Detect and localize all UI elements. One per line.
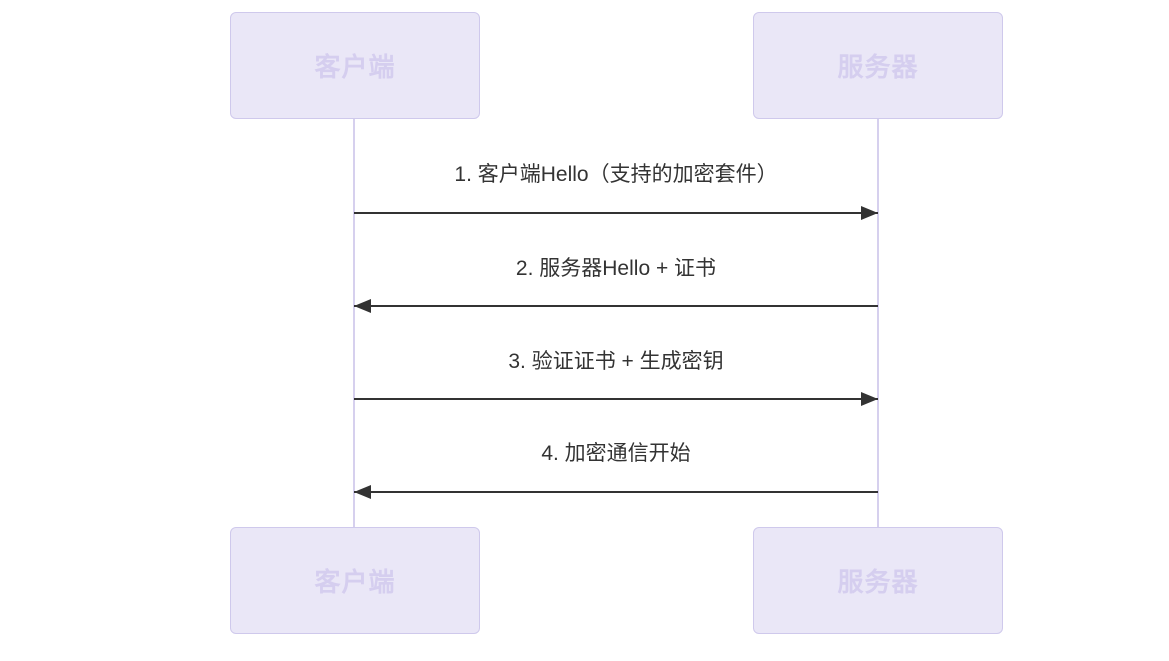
arrowhead-right-icon: [861, 206, 878, 220]
actor-label-client-top: 客户端: [314, 52, 396, 82]
actor-label-server-bottom: 服务器: [837, 567, 919, 597]
message-arrow-2: [354, 299, 878, 313]
actor-box-client-bottom: 客户端: [230, 527, 480, 634]
message-label-2: 2. 服务器Hello + 证书: [515, 257, 717, 280]
lifeline-client: [353, 119, 355, 527]
message-label-1: 1. 客户端Hello（支持的加密套件）: [454, 163, 778, 186]
arrowhead-right-icon: [861, 392, 878, 406]
arrowhead-left-icon: [354, 485, 371, 499]
actor-box-server-top: 服务器: [753, 12, 1003, 119]
message-arrow-4: [354, 485, 878, 499]
actor-label-server-top: 服务器: [837, 52, 919, 82]
lifeline-server: [877, 119, 879, 527]
actor-label-client-bottom: 客户端: [314, 567, 396, 597]
arrowhead-left-icon: [354, 299, 371, 313]
message-label-3: 3. 验证证书 + 生成密钥: [508, 350, 724, 373]
message-label-4: 4. 加密通信开始: [541, 442, 691, 465]
actor-box-server-bottom: 服务器: [753, 527, 1003, 634]
message-arrow-1: [354, 206, 878, 220]
message-arrow-3: [354, 392, 878, 406]
actor-box-client-top: 客户端: [230, 12, 480, 119]
